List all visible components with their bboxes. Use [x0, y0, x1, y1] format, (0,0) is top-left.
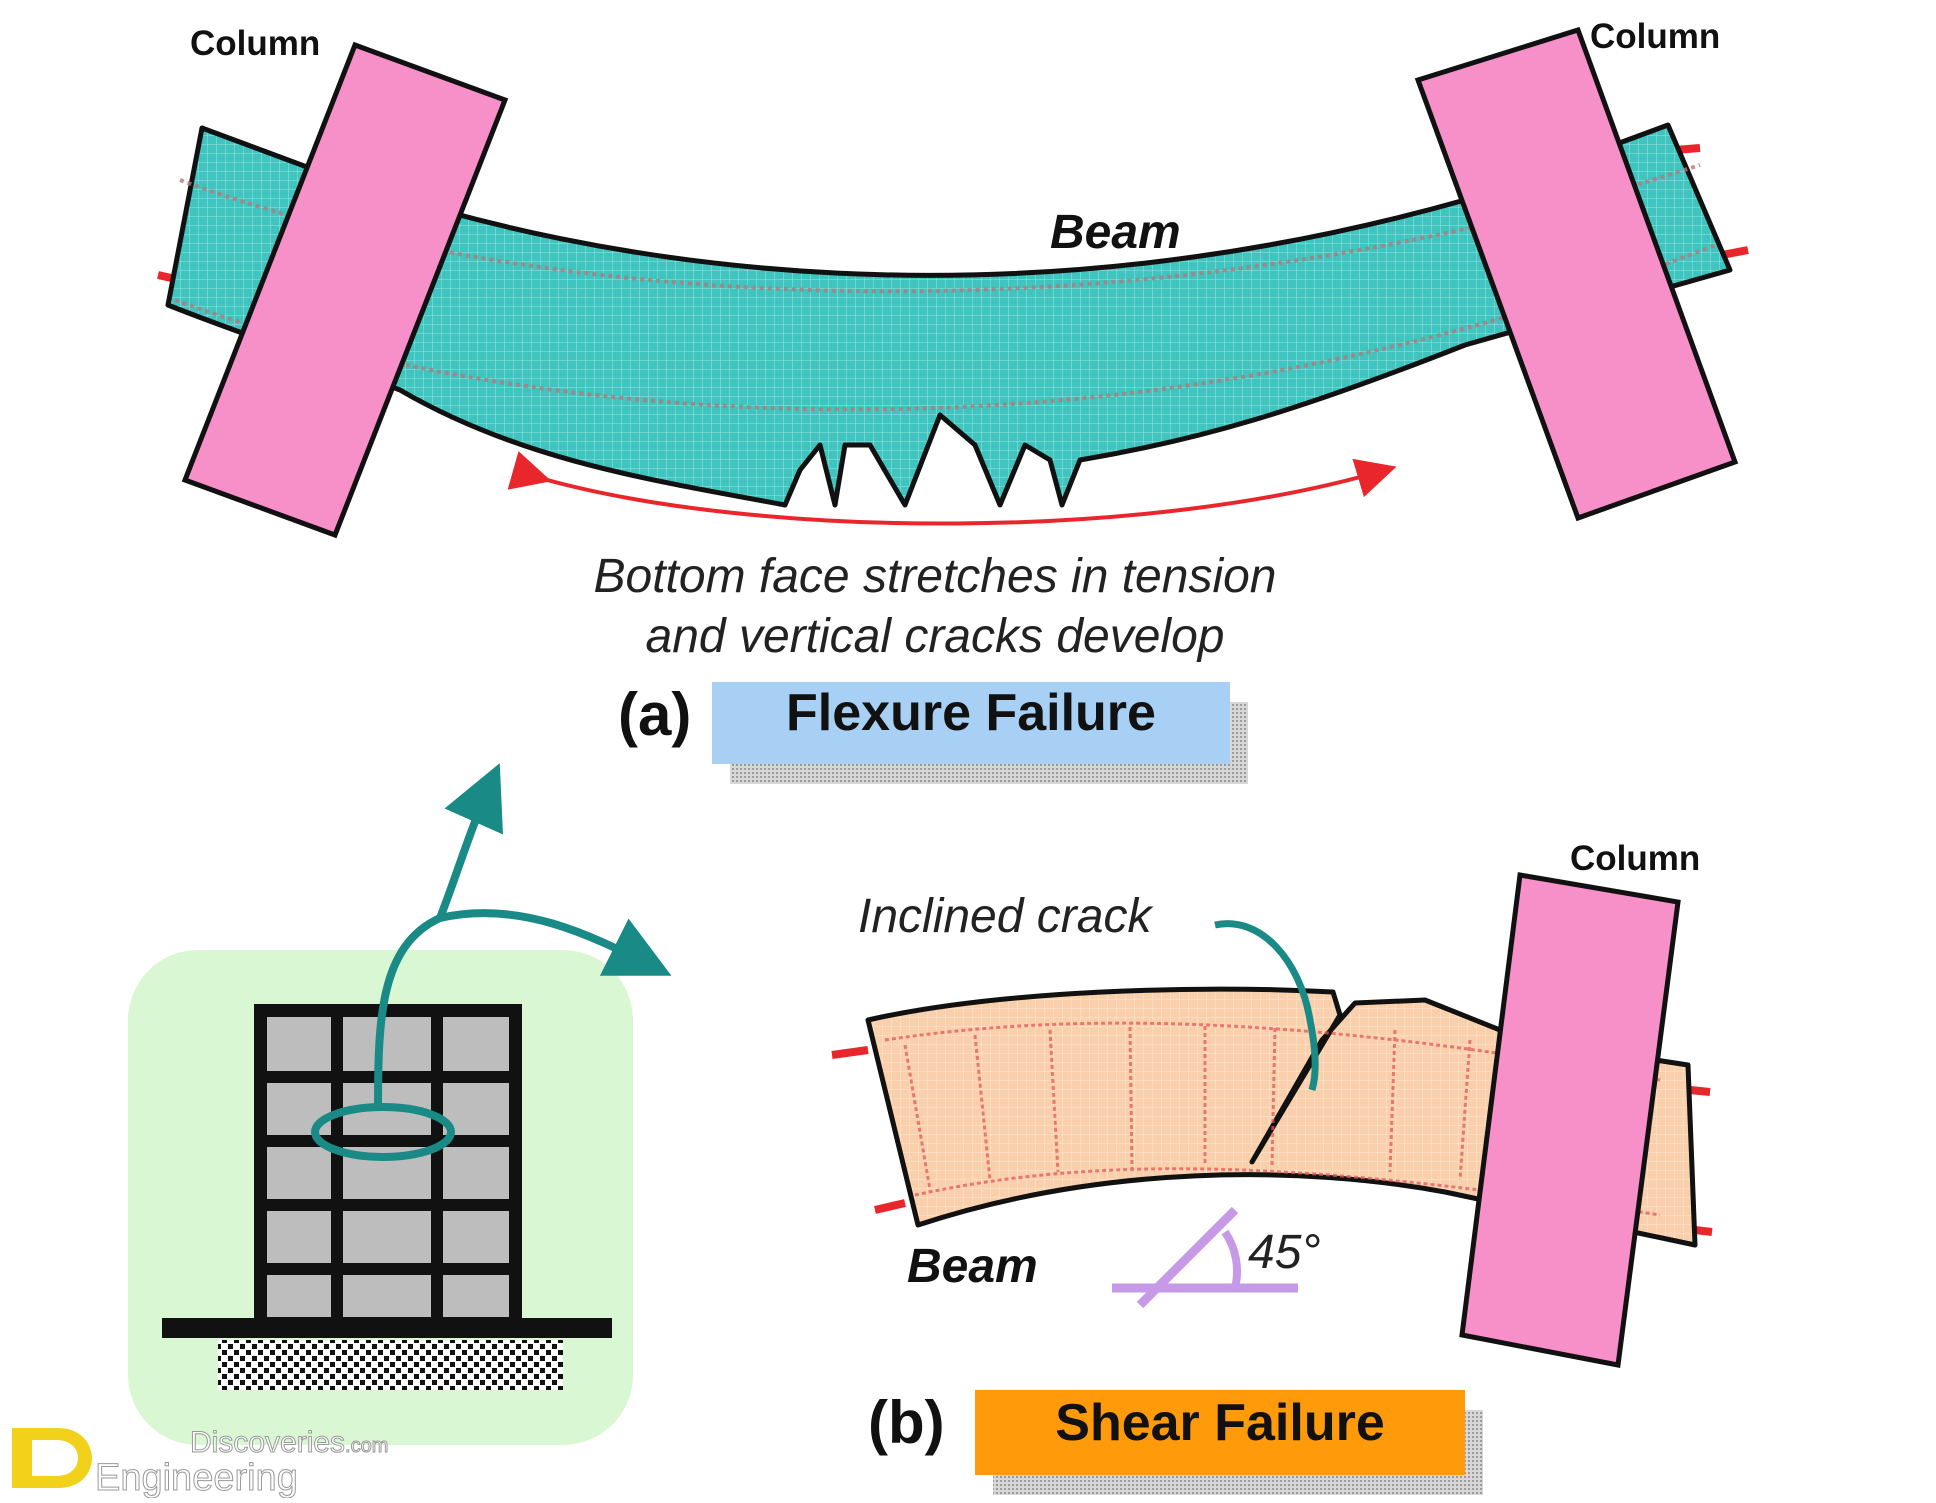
ground-line [162, 1318, 612, 1338]
rebar-stub-right-bottom [1721, 246, 1749, 259]
building-inset [128, 763, 672, 1445]
shear-column [1459, 872, 1681, 1368]
pointer-arrow-up [436, 763, 504, 920]
shear-title: Shear Failure [1055, 1394, 1384, 1452]
watermark-logo [12, 1428, 92, 1488]
label-shear-column: Column [1570, 839, 1700, 878]
flexure-beam [165, 122, 1733, 508]
shear-rebar-stub-bottom [874, 1199, 906, 1214]
label-beam: Beam [1050, 206, 1181, 259]
watermark-line2: Engineering [95, 1457, 298, 1498]
pointer-stem [374, 914, 442, 1109]
watermark: Discoveries.com Engineering [12, 1426, 389, 1500]
flexure-title: Flexure Failure [786, 684, 1156, 742]
flexure-caption-line2: and vertical cracks develop [646, 610, 1225, 663]
shear-rebar-stub-right-top [1689, 1086, 1711, 1096]
shear-rebar-stub-right-bottom [1694, 1226, 1713, 1236]
pointer-arrow-right [439, 909, 672, 976]
tension-arrow [507, 451, 1397, 526]
shear-tag: (b) [868, 1389, 945, 1456]
angle-indicator [1112, 1206, 1298, 1309]
label-right-column: Column [1590, 17, 1720, 56]
crack-pointer [1214, 920, 1319, 1092]
flexure-caption-line1: Bottom face stretches in tension [593, 550, 1276, 603]
watermark-line1: Discoveries.com [190, 1426, 388, 1459]
foundation-soil [218, 1340, 563, 1390]
label-shear-beam: Beam [907, 1240, 1038, 1293]
label-left-column: Column [190, 24, 320, 63]
label-inclined-crack: Inclined crack [858, 890, 1154, 943]
shear-panel: Inclined crack Column Beam 45° (b) Shear… [831, 839, 1713, 1495]
flexure-title-box [712, 682, 1230, 764]
flexure-column-left [181, 41, 509, 539]
highlight-ellipse [311, 1103, 455, 1161]
flexure-panel: Column Column Beam Bottom face stretches… [157, 17, 1749, 784]
shear-title-box [975, 1390, 1465, 1475]
label-angle: 45° [1248, 1226, 1321, 1279]
shear-rebar-stub-top [831, 1046, 869, 1059]
flexure-tag: (a) [618, 681, 691, 748]
building-frame [254, 1004, 522, 1320]
flexure-column-right [1414, 26, 1739, 522]
flexure-rebar-bottom [174, 243, 1716, 412]
